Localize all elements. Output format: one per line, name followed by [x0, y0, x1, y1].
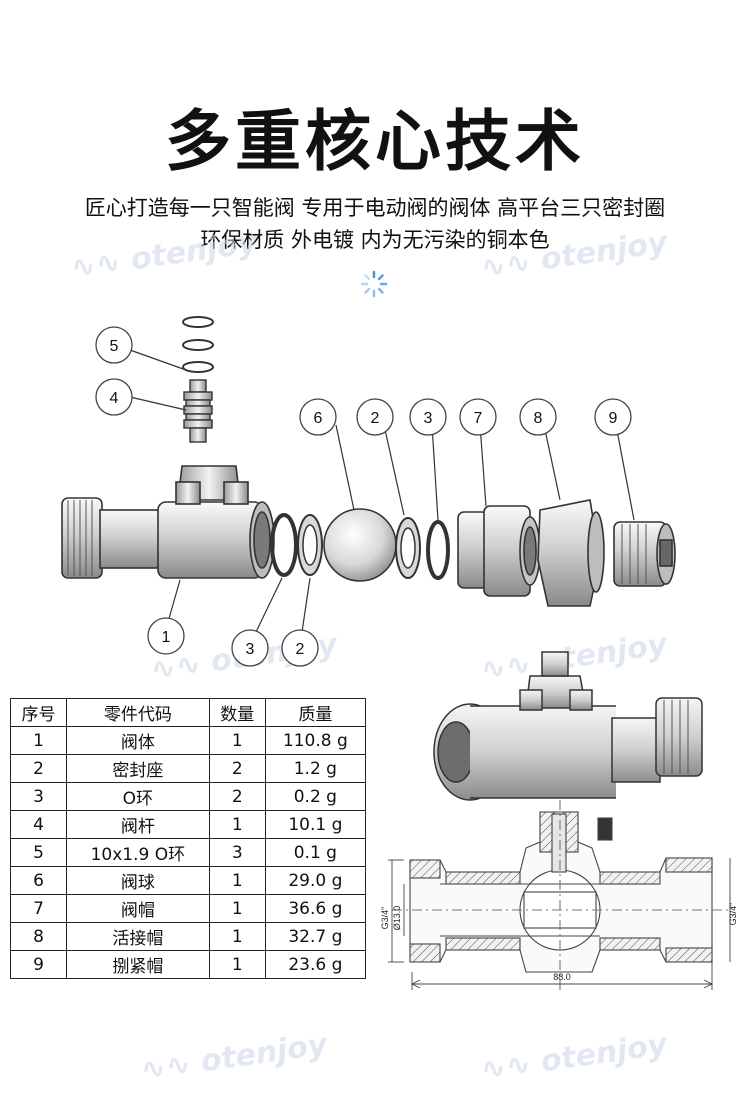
callout-label: 1 [162, 629, 171, 646]
valve-ball-part [323, 508, 397, 582]
o-ring-part [182, 316, 214, 373]
table-cell: 10x1.9 O环 [65, 838, 210, 867]
callout-label: 3 [424, 410, 433, 427]
table-cell: 0.1 g [264, 838, 367, 867]
column-header: 零件代码 [65, 698, 210, 727]
o-ring-part [426, 520, 450, 580]
table-header-row: 序号 零件代码 数量 质量 [10, 698, 367, 727]
table-cell: 阀帽 [65, 894, 210, 923]
table-cell: 3 [208, 838, 266, 867]
callout-label: 8 [534, 410, 543, 427]
table-cell: 5 [10, 838, 67, 867]
table-cell: 阀体 [65, 726, 210, 755]
table-cell: 密封座 [65, 754, 210, 783]
table-cell: 32.7 g [264, 922, 367, 951]
assembled-valve-image [433, 651, 703, 801]
table-cell: 23.6 g [264, 950, 367, 979]
table-cell: 6 [10, 866, 67, 895]
bore-diameter-label: Ø13.0 [392, 906, 402, 931]
table-cell: 1 [208, 950, 266, 979]
table-cell: 1 [208, 810, 266, 839]
valve-stem-part [183, 379, 213, 443]
callout-label: 2 [296, 641, 305, 658]
table-cell: 0.2 g [264, 782, 367, 811]
table-cell: 阀杆 [65, 810, 210, 839]
page-title: 多重核心技术 [165, 103, 585, 180]
table-cell: 2 [208, 782, 266, 811]
table-cell: 9 [10, 950, 67, 979]
table-cell: 4 [10, 810, 67, 839]
table-cell: 7 [10, 894, 67, 923]
valve-cap-part [457, 505, 541, 597]
callout-label: 3 [246, 641, 255, 658]
o-ring-part [270, 513, 298, 577]
table-cell: 1 [208, 922, 266, 951]
thread-size-label: G3/4" [380, 907, 390, 930]
watermark-logo: ∿∿ otenjoy [478, 1027, 670, 1088]
table-cell: 110.8 g [264, 726, 367, 755]
table-cell: 捌紧帽 [65, 950, 210, 979]
exploded-view-diagram: 5 4 6 2 3 7 8 9 1 3 2 [61, 316, 676, 667]
table-cell: 8 [10, 922, 67, 951]
callout-label: 2 [371, 410, 380, 427]
table-cell: 2 [10, 754, 67, 783]
valve-body-part [61, 465, 275, 579]
subtitle-line-1: 匠心打造每一只智能阀 专用于电动阀的阀体 高平台三只密封圈 [84, 196, 666, 220]
column-header: 数量 [208, 698, 266, 727]
table-cell: 1.2 g [264, 754, 367, 783]
table-cell: 1 [208, 894, 266, 923]
callout-label: 7 [474, 410, 483, 427]
assembly-drawing: G3/4" Ø13.0 G3/4" 88.0 [380, 651, 738, 990]
callout-label: 9 [609, 410, 618, 427]
column-header: 序号 [10, 698, 67, 727]
loading-spinner-icon [360, 270, 388, 298]
table-cell: 活接帽 [65, 922, 210, 951]
table-cell: 2 [208, 754, 266, 783]
table-cell: 1 [208, 726, 266, 755]
tightening-cap-part [613, 521, 676, 587]
watermark-logo: ∿∿ otenjoy [138, 1027, 330, 1088]
section-drawing [392, 800, 730, 990]
union-nut-part [537, 499, 605, 607]
thread-size-label: G3/4" [728, 903, 738, 926]
callout-label: 4 [110, 390, 119, 407]
table-cell: 1 [208, 866, 266, 895]
callout-label: 6 [314, 410, 323, 427]
table-cell: 36.6 g [264, 894, 367, 923]
column-header: 质量 [264, 698, 367, 727]
table-cell: 3 [10, 782, 67, 811]
table-cell: 29.0 g [264, 866, 367, 895]
subtitle-line-2: 环保材质 外电镀 内为无污染的铜本色 [200, 228, 550, 252]
callout-label: 5 [110, 338, 119, 355]
table-cell: 1 [10, 726, 67, 755]
length-dimension-label: 88.0 [553, 972, 571, 982]
table-cell: O环 [65, 782, 210, 811]
table-cell: 10.1 g [264, 810, 367, 839]
table-cell: 阀球 [65, 866, 210, 895]
